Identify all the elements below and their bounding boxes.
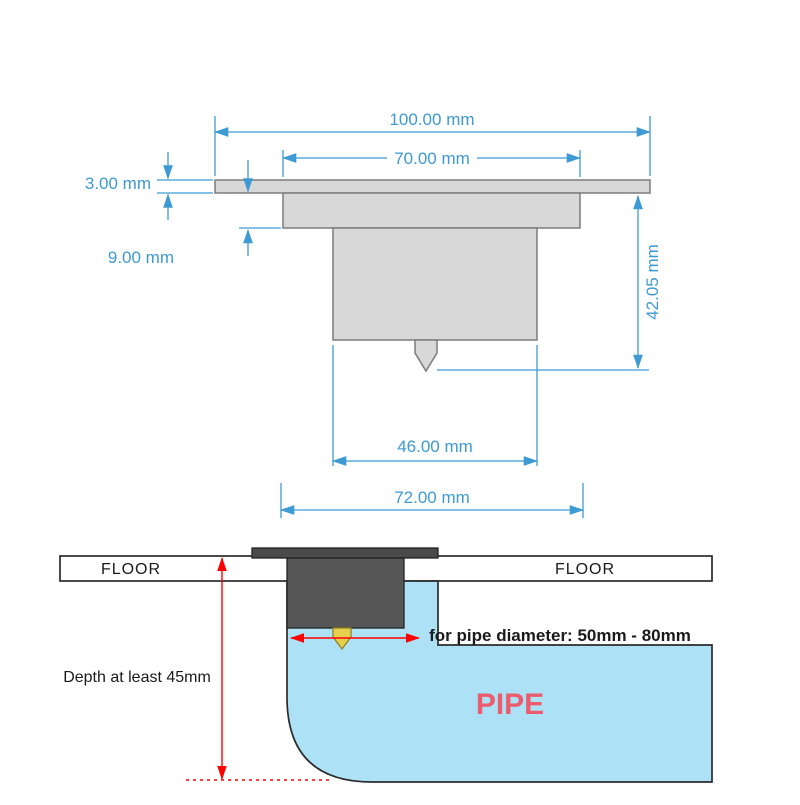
dim-label-collar-height: 9.00 mm: [108, 248, 174, 267]
dimension-top-opening-width: 70.00 mm: [281, 149, 582, 177]
dimension-overall-width: 100.00 mm: [213, 110, 652, 176]
floor-label-left: FLOOR: [101, 561, 161, 578]
dim-label-total-depth: 42.05 mm: [643, 244, 662, 320]
flange-profile: [214, 179, 651, 194]
installation-diagram: FLOOR FLOOR Depth at least 45mm for pipe…: [59, 547, 713, 783]
collar-profile: [282, 192, 581, 229]
drain-flange: [251, 547, 439, 559]
dim-label-flange-thickness: 3.00 mm: [85, 174, 151, 193]
dimension-body-width: 46.00 mm: [331, 345, 539, 466]
body-profile: [332, 227, 538, 341]
pipe-diameter-note: for pipe diameter: 50mm - 80mm: [429, 626, 691, 645]
floor-label-right: FLOOR: [555, 561, 615, 578]
pipe-label: PIPE: [476, 688, 544, 721]
dimension-flange-thickness: 3.00 mm: [85, 152, 213, 220]
dimension-base-width: 72.00 mm: [279, 483, 585, 518]
outlet-tip-profile: [414, 339, 438, 373]
dimension-collar-height: 9.00 mm: [108, 160, 281, 267]
dimension-total-depth: 42.05 mm: [437, 194, 662, 371]
drain-body: [286, 557, 405, 629]
depth-note: Depth at least 45mm: [63, 669, 211, 686]
dim-label-overall-width: 100.00 mm: [389, 110, 474, 129]
pipe-cavity: [286, 580, 713, 783]
dim-label-body-width: 46.00 mm: [397, 437, 473, 456]
dim-label-top-opening-width: 70.00 mm: [394, 149, 470, 168]
drain-cross-section: 100.00 mm 70.00 mm 3.00 mm 9.00 mm: [85, 110, 662, 518]
dim-label-base-width: 72.00 mm: [394, 488, 470, 507]
